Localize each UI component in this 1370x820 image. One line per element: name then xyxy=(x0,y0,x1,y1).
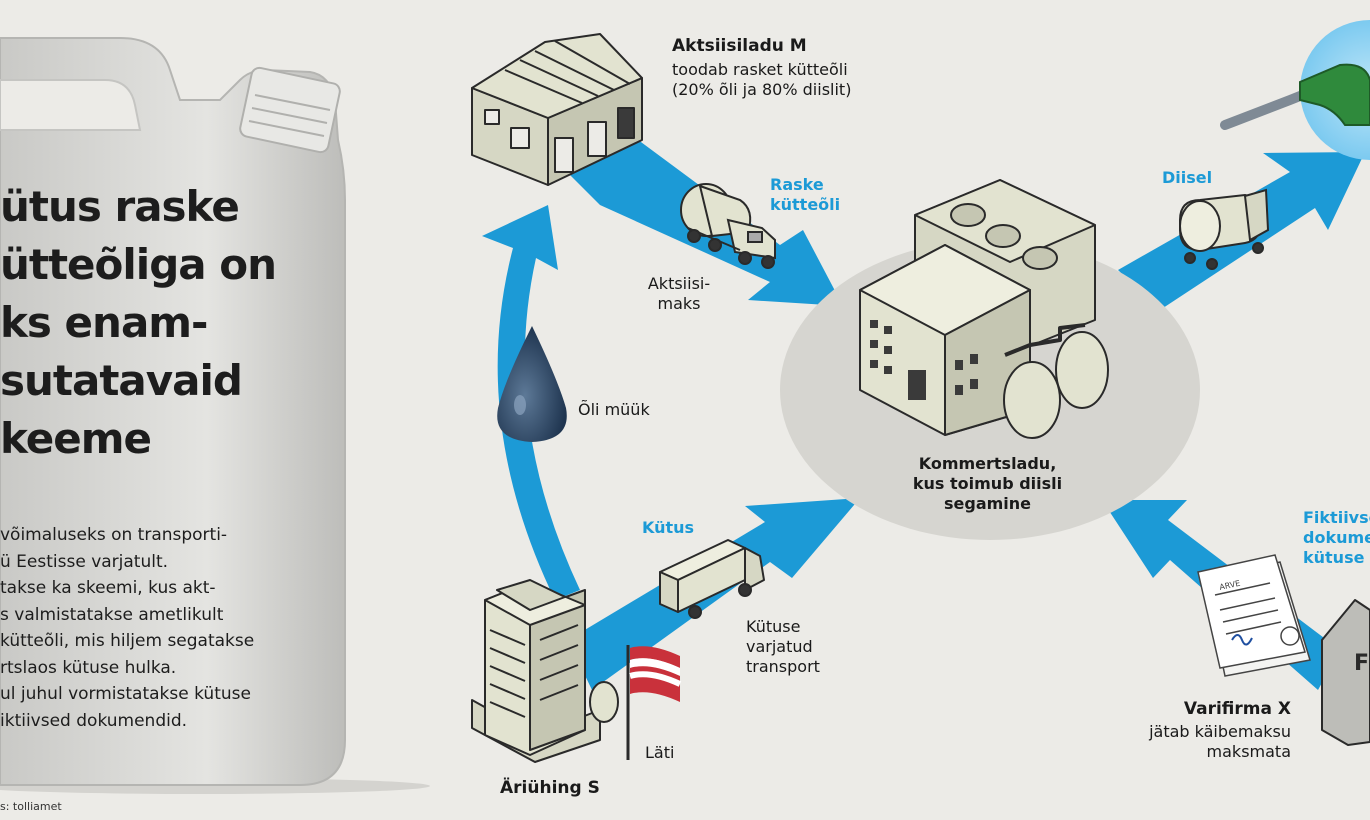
oil-drop-highlight xyxy=(514,395,526,415)
headline-line: keeme xyxy=(0,414,152,463)
label-heavy-oil: Raske kütteõli xyxy=(770,175,841,214)
office-building-icon xyxy=(471,579,619,763)
firm-sign: F xyxy=(1354,651,1369,676)
source-note: s: tolliamet xyxy=(0,800,62,813)
firm-x-desc: jätab käibemaksu maksmata xyxy=(1149,722,1291,761)
warehouse-m-title: Aktsiisiladu M xyxy=(672,36,807,56)
latvia-label: Läti xyxy=(645,743,675,762)
label-oil-sale: Õli müük xyxy=(578,400,650,419)
headline-line: sutatavaid xyxy=(0,356,243,405)
invoice-label: ARVE xyxy=(1219,579,1242,592)
factory-icon xyxy=(859,179,1109,439)
tanker-truck-icon xyxy=(1179,188,1270,270)
label-fuel-transport: Kütuse varjatud transport xyxy=(746,617,820,676)
body-line: rtslaos kütuse hulka. xyxy=(0,657,177,678)
body-line: iktiivsed dokumendid. xyxy=(0,710,188,731)
warehouse-m-desc: toodab rasket kütteõli (20% õli ja 80% d… xyxy=(672,60,852,99)
box-truck-icon xyxy=(659,539,765,619)
canister-cap-icon xyxy=(239,66,341,154)
headline-line: ütteõliga on xyxy=(0,240,277,289)
firm-x-title: Varifirma X xyxy=(1183,699,1291,719)
fuel-canister-icon xyxy=(0,37,430,794)
body-line: takse ka skeemi, kus akt- xyxy=(0,578,216,598)
body-text: võimaluseks on transporti- ü Eestisse va… xyxy=(0,522,300,734)
label-excise: Aktsiisi- maks xyxy=(647,274,711,313)
body-line: võimaluseks on transporti- xyxy=(0,525,228,545)
headline-line: ütus raske xyxy=(0,182,240,231)
commercial-warehouse-label: Kommertsladu, kus toimub diisli segamine xyxy=(912,454,1063,513)
body-line: ul juhul vormistatakse kütuse xyxy=(0,684,251,704)
company-s-label: Äriühing S xyxy=(500,778,600,798)
body-line: s valmistatakse ametlikult xyxy=(0,604,224,625)
fuel-nozzle-icon xyxy=(1220,20,1370,160)
headline: ütus raske ütteõliga on ks enam- sutatav… xyxy=(0,178,300,468)
label-diesel: Diisel xyxy=(1162,168,1213,187)
oil-drop-icon xyxy=(497,326,567,442)
warehouse-icon xyxy=(471,33,643,186)
label-fuel: Kütus xyxy=(642,518,695,537)
body-line: ü Eestisse varjatult. xyxy=(0,551,169,572)
latvia-flag-icon xyxy=(626,645,682,760)
headline-line: ks enam- xyxy=(0,298,208,347)
invoice-document-icon: ARVE xyxy=(1197,554,1311,677)
body-line: kütteõli, mis hiljem segatakse xyxy=(0,631,255,651)
label-fictitious-docs: Fiktiivse dokume kütuse xyxy=(1303,508,1370,567)
arrow-company-to-warehouse xyxy=(482,205,580,600)
house-icon: F xyxy=(1321,599,1370,746)
tanker-truck-icon xyxy=(680,183,776,269)
